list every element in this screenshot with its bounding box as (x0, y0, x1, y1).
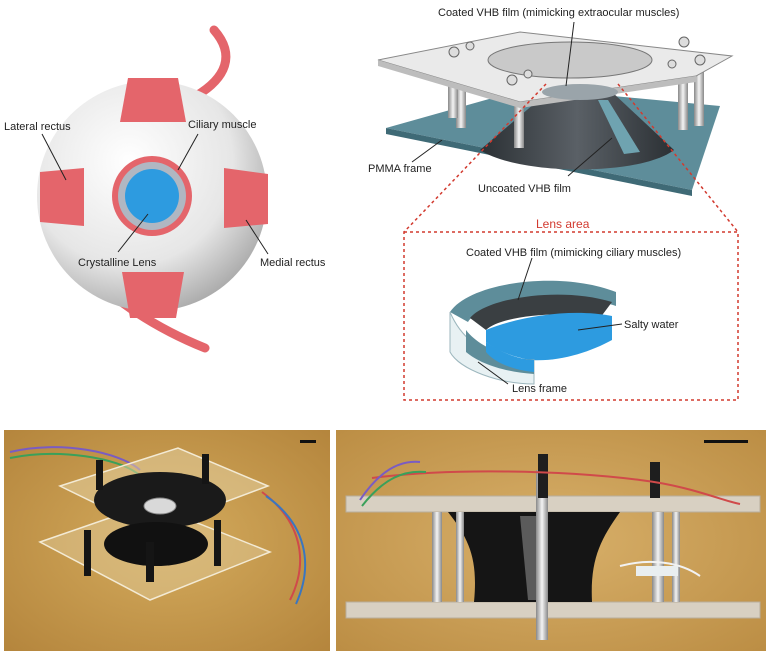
upper-plate-edge (345, 495, 761, 513)
bolt-threaded-2 (650, 462, 660, 498)
top-cone-rim (542, 84, 618, 100)
label-medial-rectus: Medial rectus (260, 257, 326, 269)
lens-area-title: Lens area (536, 217, 590, 231)
leader-lateral (41, 133, 67, 181)
top-plate-opening (487, 41, 653, 79)
lens-area-box (403, 231, 739, 401)
label-pmma-frame: PMMA frame (368, 163, 432, 175)
label-ciliary-muscle: Ciliary muscle (188, 119, 256, 131)
black-film-disc-lower (104, 522, 208, 566)
leader-lens (117, 213, 149, 253)
superior-oblique-band (191, 25, 231, 101)
label-salty-water: Salty water (624, 319, 679, 331)
screws (448, 36, 706, 86)
uncoated-strip (598, 100, 640, 154)
bolt-threaded-1 (538, 454, 548, 498)
wire-blue (265, 495, 307, 605)
photo-device-side (336, 430, 766, 651)
scale-bar-right (704, 440, 748, 443)
medial-rectus (224, 168, 268, 228)
leader-coated-top (565, 21, 575, 87)
zoom-line-right (617, 83, 739, 233)
leader-coated-ciliary (517, 257, 533, 301)
leader-uncoated (567, 137, 613, 177)
lens-area-inset: Lens area Coated VHB film (mimicking cil… (403, 217, 739, 401)
wire-purple-right (359, 460, 421, 501)
wire-green-right (361, 470, 427, 507)
label-crystalline-lens: Crystalline Lens (78, 257, 157, 269)
leader-medial (245, 219, 269, 255)
center-lens (143, 497, 177, 515)
lens-dark-film (470, 294, 612, 330)
top-plate-edge (378, 60, 696, 108)
label-lens-frame: Lens frame (512, 383, 567, 395)
device-diagram: Coated VHB film (mimicking extraocular m… (368, 7, 739, 233)
rods-right (432, 470, 680, 640)
lateral-rectus (40, 168, 84, 226)
bolts-left (84, 454, 221, 582)
wire-white-right (619, 560, 701, 577)
wire-red-right (371, 470, 741, 505)
leader-pmma (411, 139, 443, 163)
lower-plate-edge (345, 601, 761, 619)
pillars (448, 60, 704, 148)
leader-salty (577, 323, 623, 331)
salty-water (486, 312, 612, 361)
photo-device-angled (4, 430, 330, 651)
label-uncoated: Uncoated VHB film (478, 183, 571, 195)
label-coated-ciliary: Coated VHB film (mimicking ciliary muscl… (466, 247, 681, 259)
inferior-rectus (122, 272, 184, 318)
label-lateral-rectus: Lateral rectus (4, 121, 71, 133)
leader-lens-frame (477, 361, 509, 385)
scale-bar-left (300, 440, 316, 443)
leader-ciliary (177, 133, 199, 171)
lens-frame-top (450, 280, 616, 322)
eye-diagram: Lateral rectus Ciliary muscle Crystallin… (4, 25, 326, 353)
superior-rectus (120, 78, 186, 122)
label-coated-top: Coated VHB film (mimicking extraocular m… (438, 7, 679, 19)
clip-white (636, 566, 678, 576)
crystalline-lens (125, 169, 179, 223)
zoom-line-left (403, 83, 547, 233)
salty-water-front (486, 342, 534, 372)
